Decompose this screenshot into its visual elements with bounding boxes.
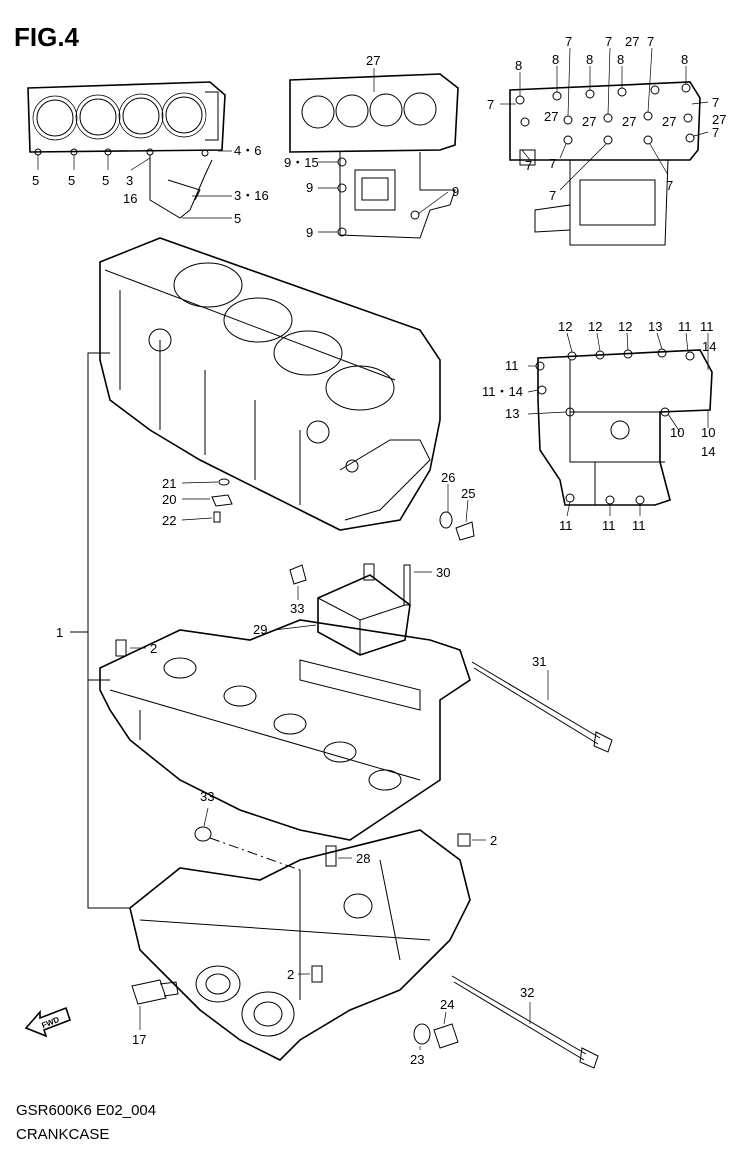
callout-11-d: 11 [559, 518, 573, 533]
callout-7-g: 7 [525, 158, 532, 173]
callout-27-b: 27 [625, 34, 639, 49]
callout-16: 16 [123, 191, 137, 206]
callout-2-c: 2 [287, 967, 294, 982]
callout-7-i: 7 [549, 188, 556, 203]
gasket-leaders [37, 150, 232, 219]
callout-11-e: 11 [602, 518, 616, 533]
callout-20: 20 [162, 492, 176, 507]
fwd-arrow-icon: FWD [24, 1006, 72, 1038]
callout-4-6: 4・6 [234, 143, 261, 158]
callout-23: 23 [410, 1052, 424, 1067]
callout-11-14: 11・14 [482, 384, 523, 399]
callout-5-b: 5 [68, 173, 75, 188]
callout-1: 1 [56, 625, 63, 640]
lower-case-leaders [527, 332, 709, 517]
lower-crankcase-drawing [129, 829, 471, 1061]
callout-27-c: 27 [544, 109, 558, 124]
small-parts-upper [211, 478, 475, 541]
bolt-pattern-leaders [500, 47, 709, 191]
callout-11-a: 11 [678, 319, 692, 334]
leader-24 [443, 1011, 447, 1025]
callout-33-a: 33 [290, 601, 304, 616]
callout-7-e: 7 [712, 95, 719, 110]
callout-22: 22 [162, 513, 176, 528]
callout-7-j: 7 [666, 178, 673, 193]
callout-5-d: 5 [234, 211, 241, 226]
bolt-32-drawing [451, 975, 599, 1069]
callout-2-a: 2 [150, 641, 157, 656]
leader-29 [273, 624, 317, 631]
callout-5-c: 5 [102, 173, 109, 188]
callout-27-f: 27 [662, 114, 676, 129]
callout-11-f: 11 [632, 518, 646, 533]
callout-7-d: 7 [487, 97, 494, 112]
callout-5-a: 5 [32, 173, 39, 188]
callout-11-c: 11 [505, 358, 519, 373]
figure-title: FIG.4 [14, 22, 80, 52]
callout-26: 26 [441, 470, 455, 485]
callout-7-f: 7 [712, 125, 719, 140]
callout-12-a: 12 [558, 319, 572, 334]
leader-33-b [203, 807, 209, 827]
callout-9-c: 9 [306, 225, 313, 240]
callout-13-b: 13 [505, 406, 519, 421]
middle-crankcase-drawing [99, 619, 471, 841]
callout-32: 32 [520, 985, 534, 1000]
callout-3-16: 3・16 [234, 188, 269, 203]
assembly-1-bracket [70, 352, 130, 909]
callout-8-c: 8 [586, 52, 593, 67]
callout-9-a: 9 [306, 180, 313, 195]
callout-25: 25 [461, 486, 475, 501]
plug-17-drawing [131, 979, 179, 1005]
callout-9-b: 9 [452, 184, 459, 199]
callout-33-b: 33 [200, 789, 214, 804]
leader-9-b [417, 191, 449, 215]
callout-24: 24 [440, 997, 454, 1012]
callout-13-a: 13 [648, 319, 662, 334]
lower-case-bottom-view [535, 348, 713, 506]
cylinder-head-gasket-drawing [27, 81, 226, 219]
upper-crankcase-drawing [99, 237, 441, 531]
callout-7-a: 7 [565, 34, 572, 49]
callout-29: 29 [253, 622, 267, 637]
callout-30: 30 [436, 565, 450, 580]
plug-24-washer-23 [413, 1023, 459, 1049]
small-parts-leaders [181, 481, 469, 523]
callout-2-b: 2 [490, 833, 497, 848]
figure-name: CRANKCASE [16, 1126, 110, 1143]
callout-7-c: 7 [647, 34, 654, 49]
callout-10-b: 10 [701, 425, 715, 440]
callout-7-h: 7 [549, 156, 556, 171]
callout-27-e: 27 [622, 114, 636, 129]
callout-7-b: 7 [605, 34, 612, 49]
callout-27-a: 27 [366, 53, 380, 68]
callout-12-c: 12 [618, 319, 632, 334]
callout-14-a: 14 [702, 339, 716, 354]
callout-8-e: 8 [681, 52, 688, 67]
callout-8-a: 8 [515, 58, 522, 73]
bolt-31-drawing [471, 661, 613, 753]
callout-10-a: 10 [670, 425, 684, 440]
upper-case-bolt-pattern [509, 81, 701, 246]
callout-17: 17 [132, 1032, 146, 1047]
callout-27-d: 27 [582, 114, 596, 129]
callout-8-b: 8 [552, 52, 559, 67]
figure-code: GSR600K6 E02_004 [16, 1102, 157, 1119]
callout-21: 21 [162, 476, 176, 491]
middle-small-parts [194, 826, 471, 871]
callout-8-d: 8 [617, 52, 624, 67]
callout-31: 31 [532, 654, 546, 669]
callout-27-g: 27 [712, 112, 726, 127]
breather-cover-drawing [289, 563, 411, 656]
callout-9-15: 9・15 [284, 155, 319, 170]
callout-3: 3 [126, 173, 133, 188]
callout-28: 28 [356, 851, 370, 866]
callout-14-b: 14 [701, 444, 715, 459]
callout-12-b: 12 [588, 319, 602, 334]
callout-11-b: 11 [700, 319, 714, 334]
